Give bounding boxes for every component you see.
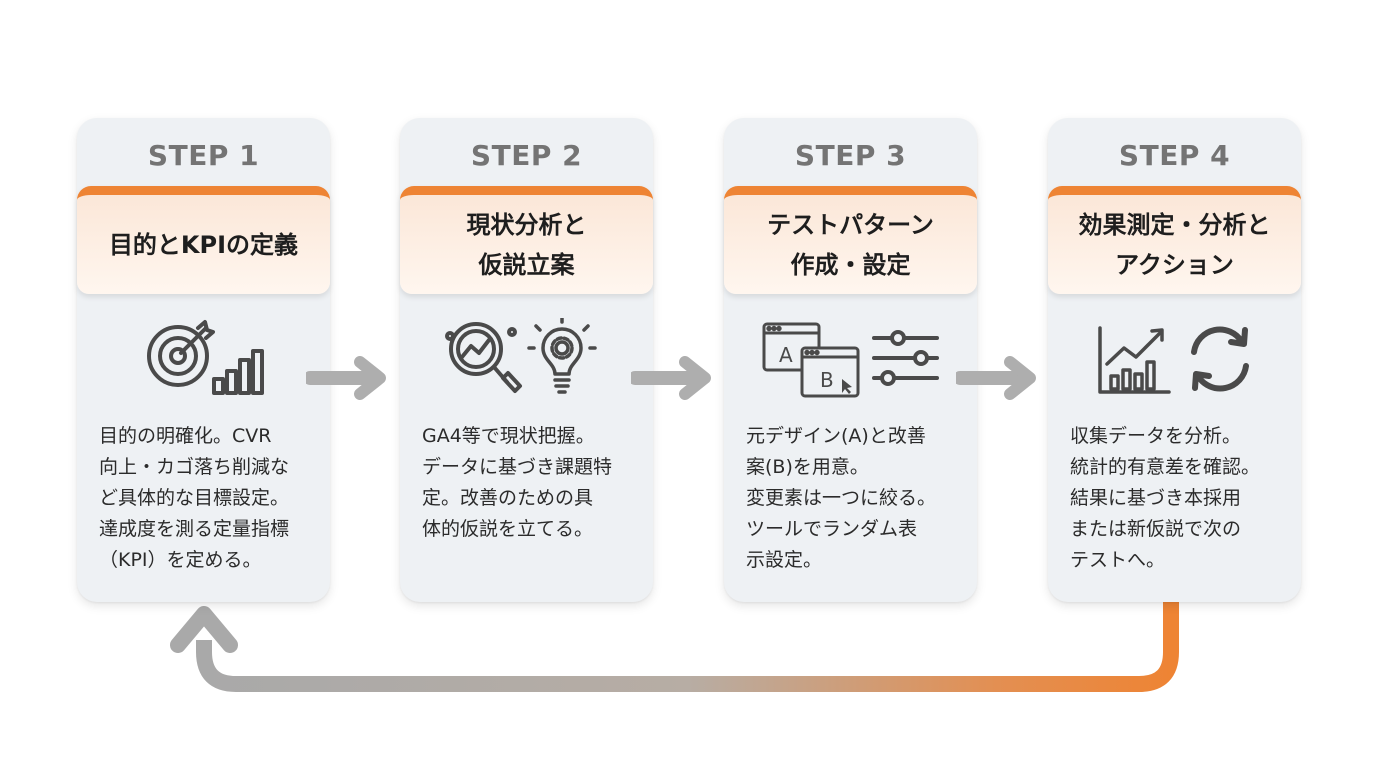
analysis-magnifier-icon [445, 322, 522, 393]
step-description: GA4等で現状把握。 データに基づき課題特 定。改善のための具 体的仮説を立てる… [422, 425, 613, 540]
step-1-card: STEP 1 目的とKPIの定義 目的の明確化。CVR 向上・カゴ落ち削減な ど… [77, 118, 330, 602]
step-label: STEP 3 [794, 139, 907, 172]
sliders-icon [872, 330, 939, 386]
bar-chart-icon [212, 349, 264, 395]
step-description: 目的の明確化。CVR 向上・カゴ落ち削減な ど具体的な目標設定。 達成度を測る定… [99, 425, 290, 571]
step-title-box: 目的とKPIの定義 [77, 186, 330, 294]
step-title: 効果測定・分析と アクション [1078, 210, 1271, 279]
right-arrow-icon [631, 356, 711, 400]
step-label: STEP 2 [470, 139, 583, 172]
step-title-box: 現状分析と 仮説立案 [400, 186, 653, 294]
target-icon [147, 320, 215, 387]
svg-text:B: B [820, 368, 834, 392]
step-title: 現状分析と 仮説立案 [466, 210, 587, 279]
step-icons [1048, 318, 1301, 404]
step-title-box: 効果測定・分析と アクション [1048, 186, 1301, 294]
lightbulb-gear-icon [527, 318, 597, 394]
step-2-card: STEP 2 現状分析と 仮説立案 [400, 118, 653, 602]
step-label: STEP 1 [147, 139, 260, 172]
growth-chart-icon [1098, 326, 1171, 394]
step-4-card: STEP 4 効果測定・分析と アクション 収集データを分析。 統計的有意差を確… [1048, 118, 1301, 602]
right-arrow-icon [956, 356, 1036, 400]
ab-windows-icon: A B [762, 322, 860, 398]
step-title-box: テストパターン 作成・設定 [724, 186, 977, 294]
step-title: テストパターン 作成・設定 [767, 210, 934, 279]
step-description: 収集データを分析。 統計的有意差を確認。 結果に基づき本採用 または新仮説で次の… [1070, 425, 1261, 571]
step-description: 元デザイン(A)と改善 案(B)を用意。 変更素は一つに絞る。 ツールでランダム… [746, 425, 937, 571]
step-label: STEP 4 [1118, 139, 1231, 172]
step-icons: A B [724, 318, 977, 404]
step-icons [400, 318, 653, 404]
step-icons [77, 318, 330, 404]
right-arrow-icon [306, 356, 386, 400]
step-3-card: STEP 3 テストパターン 作成・設定 A B [724, 118, 977, 602]
svg-text:A: A [779, 343, 793, 367]
step-title: 目的とKPIの定義 [108, 230, 299, 259]
refresh-cycle-icon [1191, 326, 1249, 392]
